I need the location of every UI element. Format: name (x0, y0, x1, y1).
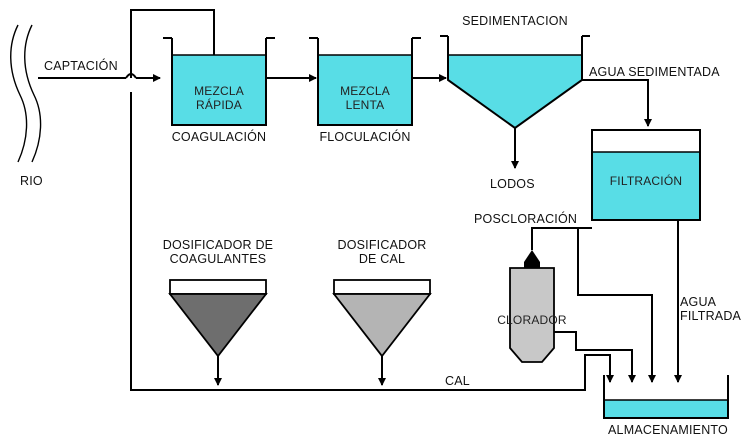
coagulant-feed-line (130, 92, 614, 391)
poscloracion-line (531, 227, 592, 250)
label-cal: CAL (445, 374, 470, 388)
label-dosificador-coagulantes-2: COAGULANTES (169, 252, 267, 266)
label-lodos: LODOS (490, 177, 535, 191)
label-almacenamiento: ALMACENAMIENTO (608, 423, 728, 437)
label-dosificador-coagulantes-1: DOSIFICADOR DE (162, 238, 274, 252)
mezcla-rapida-tank (163, 37, 275, 126)
dosificador-cal (332, 279, 432, 386)
label-mezcla-rapida-2: RÁPIDA (196, 98, 242, 112)
label-coagulacion: COAGULACIÓN (171, 130, 267, 144)
clorador-to-storage (554, 331, 636, 383)
label-agua-sedimentada: AGUA SEDIMENTADA (589, 65, 720, 79)
label-filtracion: FILTRACIÓN (609, 174, 683, 188)
clorador-cylinder (509, 250, 555, 363)
label-dosificador-cal-2: DE CAL (358, 252, 406, 266)
almacenamiento-tank (603, 375, 729, 419)
top-bypass-line (130, 9, 218, 78)
sedimentacion-tank (440, 35, 590, 130)
river-icon (10, 24, 42, 163)
label-floculacion: FLOCULACIÓN (319, 130, 411, 144)
filtracion-tank (591, 129, 701, 221)
poscloracion-to-storage (577, 228, 656, 383)
label-poscloracion: POSCLORACIÓN (474, 212, 578, 226)
label-agua-filtrada-1: AGUA (680, 295, 717, 309)
mezcla-lenta-tank (309, 37, 421, 126)
label-dosificador-cal-1: DOSIFICADOR (337, 238, 427, 252)
label-sedimentacion: SEDIMENTACION (462, 14, 568, 28)
label-mezcla-lenta-1: MEZCLA (340, 84, 390, 98)
dosificador-coagulantes (168, 279, 268, 386)
label-rio: RIO (20, 174, 43, 188)
captacion-pipe (38, 73, 161, 82)
label-captacion: CAPTACIÓN (44, 59, 118, 73)
label-clorador: CLORADOR (497, 313, 567, 327)
agua-sedimentada-line (582, 79, 652, 127)
label-agua-filtrada-2: FILTRADA (680, 309, 742, 323)
label-mezcla-rapida-1: MEZCLA (194, 84, 244, 98)
label-mezcla-lenta-2: LENTA (345, 98, 385, 112)
